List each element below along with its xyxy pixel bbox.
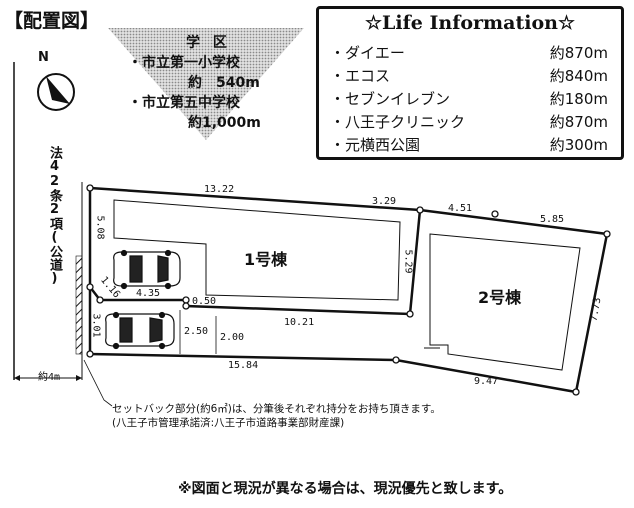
dimension-label: 13.22	[204, 184, 235, 195]
dimension-label: 2.50	[184, 326, 209, 337]
dimension-label: 10.21	[284, 317, 315, 328]
life-info-row: ・ダイエー 約870m	[330, 42, 612, 64]
facility-distance: 約180m	[549, 90, 608, 108]
facility-name: ・八王子クリニック	[330, 113, 466, 131]
dimension-label: 3.01	[90, 313, 102, 338]
facility-name: ・元横西公園	[330, 136, 421, 154]
house2-footprint	[429, 233, 581, 371]
life-info-box	[316, 6, 624, 160]
elementary-school-name: ・市立第一小学校	[128, 55, 240, 71]
facility-name: ・ダイエー	[330, 44, 405, 62]
plot-boundary	[88, 186, 609, 394]
arrowhead-left	[14, 375, 20, 381]
life-info-row: ・元横西公園 約300m	[330, 134, 612, 156]
facility-distance: 約300m	[549, 136, 608, 154]
life-info-row: ・セブンイレブン 約180m	[330, 88, 612, 110]
car-icon	[105, 311, 175, 350]
house1-label: 1号棟	[244, 250, 288, 269]
school-district-triangle	[108, 28, 304, 140]
road-width-label: 約4m	[38, 372, 61, 383]
house1-footprint	[113, 199, 401, 301]
junior-high-school-distance: 約1,000m	[188, 115, 261, 131]
dimension-label: 5.08	[94, 215, 106, 240]
facility-distance: 約870m	[549, 44, 608, 62]
facility-name: ・セブンイレブン	[330, 90, 451, 108]
dimension-label: 2.00	[220, 332, 245, 343]
dimension-label: 5.85	[540, 214, 565, 225]
setback-note-sub: (八王子市管理承諾済:八王子市道路事業部財産課)	[112, 417, 345, 429]
setback-note: セットバック部分(約6㎡)は、分筆後それぞれ持分をお持ち頂きます。 (八王子市管…	[112, 402, 441, 430]
compass-north-label: N	[38, 50, 49, 65]
house2-label: 2号棟	[478, 288, 522, 307]
plot-corner-points	[86, 184, 611, 396]
setback-note-main: セットバック部分(約6㎡)は、分筆後それぞれ持分をお持ち頂きます。	[112, 403, 441, 415]
compass-icon	[37, 73, 75, 111]
setback-hatch	[75, 255, 83, 355]
elementary-school-distance: 約 540m	[188, 75, 260, 91]
page-title: 【配置図】	[4, 10, 100, 32]
dimension-label: 5.29	[402, 249, 414, 274]
life-info-row: ・八王子クリニック 約870m	[330, 111, 612, 133]
road-label: 法42条2項(公道)	[47, 146, 62, 286]
dimension-label: 9.47	[474, 376, 499, 387]
arrowhead-right	[76, 375, 82, 381]
car-icon	[113, 249, 181, 290]
dimension-label: 0.50	[192, 296, 217, 307]
disclaimer-note: ※図面と現況が異なる場合は、現況優先と致します。	[178, 481, 513, 497]
school-district-info: 学 区 ・市立第一小学校 約 540m ・市立第五中学校 約1,000m	[128, 33, 261, 133]
school-district-header: 学 区	[186, 35, 231, 51]
setback-leader-line	[83, 359, 113, 407]
life-info-title: ☆Life Information☆	[365, 12, 575, 34]
dimension-label: 3.29	[372, 196, 397, 207]
dimension-label: 15.84	[228, 360, 259, 371]
facility-distance: 約840m	[549, 67, 608, 85]
facility-distance: 約870m	[549, 113, 608, 131]
facility-name: ・エコス	[330, 67, 391, 85]
dimension-label: 4.51	[448, 203, 473, 214]
dimension-label: 4.35	[136, 288, 161, 299]
junior-high-school-name: ・市立第五中学校	[128, 95, 240, 111]
life-info-row: ・エコス 約840m	[330, 65, 612, 87]
